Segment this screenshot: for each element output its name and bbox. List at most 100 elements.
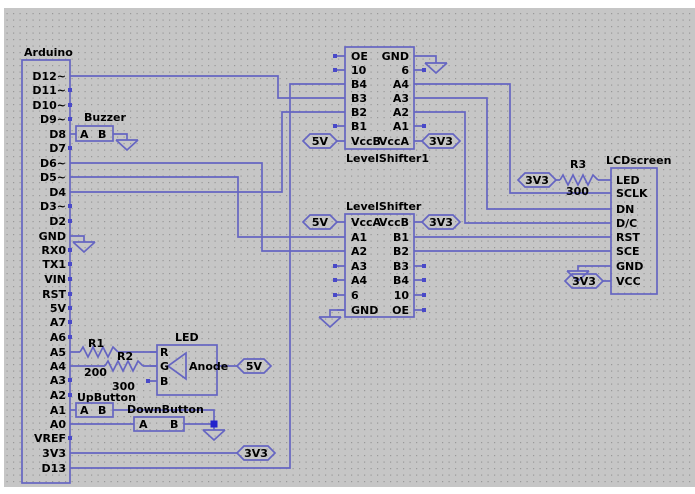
wire-a3-to-dn[interactable] — [422, 97, 603, 210]
pin-d10: D10~ — [32, 99, 66, 112]
levelshifter2-component[interactable]: LevelShifter VccA A1 A2 A3 A4 6 GND VccB… — [333, 200, 426, 318]
upbutton-title[interactable]: UpButton — [77, 391, 136, 404]
wire-arduino-gnd[interactable] — [70, 235, 85, 242]
wire-d13-to-b4[interactable] — [70, 83, 337, 469]
wire-shifter1-gnd[interactable] — [422, 55, 437, 63]
pin-gnd: GND — [39, 230, 66, 243]
pin-d11: D11~ — [32, 84, 66, 97]
levelshifter2-title[interactable]: LevelShifter — [346, 200, 422, 213]
arduino-pin-labels: D12~ D11~ D10~ D9~ D8 D7 D6~ D5~ D4 D3~ … — [32, 70, 66, 475]
r2-name[interactable]: R2 — [117, 350, 133, 363]
ls1-pin-vccb: VccB — [351, 135, 381, 148]
ls1-pin-a1: A1 — [393, 120, 409, 133]
ls1-pin-a2: A2 — [393, 106, 409, 119]
arduino-title[interactable]: Arduino — [24, 46, 73, 59]
pin-d6: D6~ — [40, 157, 66, 170]
lcdscreen-body[interactable] — [610, 167, 658, 295]
led-pin-g: G — [160, 360, 169, 373]
wire-a4-to-sclk[interactable] — [422, 83, 603, 194]
svg-text:3V3: 3V3 — [572, 275, 596, 288]
lcd-pin-dn: DN — [616, 203, 634, 216]
flag-3v3-r3[interactable]: 3V3 — [516, 172, 558, 188]
flag-5v-shifter2[interactable]: 5V — [301, 214, 339, 230]
ground-buzzer[interactable] — [115, 139, 139, 152]
lcdscreen-component[interactable]: LCDscreen LED SCLK DN D/C RST SCE GND VC… — [603, 154, 671, 295]
resistor-r2[interactable]: R2 300 — [104, 350, 144, 393]
downbutton-pin-b: B — [170, 418, 178, 431]
led-pin-r: R — [160, 346, 169, 359]
ground-symbols — [72, 62, 590, 442]
downbutton-component[interactable]: DownButton A B — [127, 403, 204, 432]
ls1-pin-gnd: GND — [382, 50, 409, 63]
led-body[interactable] — [156, 344, 218, 396]
downbutton-title[interactable]: DownButton — [127, 403, 204, 416]
pin-tx1: TX1 — [42, 258, 66, 271]
ls2-pin-vcca: VccA — [351, 216, 382, 229]
r3-name[interactable]: R3 — [570, 158, 586, 171]
flag-5v-led[interactable]: 5V — [235, 358, 273, 374]
ls1-unconnected-pins — [333, 54, 426, 128]
ground-buttons[interactable] — [202, 429, 226, 442]
ls2-pin-a4: A4 — [351, 274, 368, 287]
levelshifter1-component[interactable]: LevelShifter1 OE 10 B4 B3 B2 B1 VccB GND… — [333, 46, 429, 165]
pin-a4: A4 — [50, 360, 67, 373]
wire-d5-to-a1[interactable] — [70, 176, 337, 238]
r3-value[interactable]: 300 — [566, 185, 589, 198]
wire-d12-to-b3[interactable] — [70, 75, 337, 99]
led-title[interactable]: LED — [175, 331, 199, 344]
wire-d4-to-b2[interactable] — [70, 111, 337, 193]
lcdscreen-title[interactable]: LCDscreen — [606, 154, 671, 167]
buzzer-pin-b: B — [98, 128, 106, 141]
r1-name[interactable]: R1 — [88, 337, 104, 350]
led-component[interactable]: LED R G B Anode — [146, 331, 228, 396]
wire-lcd-gnd[interactable] — [577, 265, 603, 271]
pin-d8: D8 — [49, 128, 66, 141]
ls2-pin-a1: A1 — [351, 231, 367, 244]
resistor-r1[interactable]: R1 200 — [79, 337, 119, 379]
upbutton-component[interactable]: UpButton A B — [75, 391, 136, 418]
arduino-unconnected-pins — [68, 88, 72, 440]
svg-text:5V: 5V — [246, 360, 263, 373]
wire-upbutton-b[interactable] — [113, 409, 215, 424]
resistor-r3[interactable]: R3 300 — [559, 158, 599, 198]
wire-buzzer-gnd[interactable] — [113, 133, 128, 140]
buzzer-body[interactable] — [75, 125, 114, 142]
buzzer-component[interactable]: Buzzer A B — [75, 111, 126, 142]
pin-vref: VREF — [34, 432, 66, 445]
r2-value[interactable]: 300 — [112, 380, 135, 393]
ground-arduino[interactable] — [72, 241, 96, 254]
led-anode-label: Anode — [189, 360, 228, 373]
ls2-pin-oe: OE — [392, 304, 409, 317]
ground-shifter2[interactable] — [318, 316, 342, 329]
r3-zigzag[interactable] — [559, 173, 599, 187]
pin-d7: D7 — [49, 142, 66, 155]
downbutton-body[interactable] — [133, 416, 185, 432]
lcd-pin-dc: D/C — [616, 217, 637, 230]
wire-a2-to-dc[interactable] — [422, 111, 603, 224]
buzzer-title[interactable]: Buzzer — [84, 111, 126, 124]
pin-a2: A2 — [50, 389, 66, 402]
levelshifter1-title[interactable]: LevelShifter1 — [346, 152, 429, 165]
led-b-unconnected-pin — [146, 379, 150, 383]
upbutton-body[interactable] — [75, 402, 114, 418]
svg-text:3V3: 3V3 — [429, 135, 453, 148]
pin-d3: D3~ — [40, 200, 66, 213]
pin-d12: D12~ — [32, 70, 66, 83]
flag-5v-shifter1[interactable]: 5V — [301, 133, 339, 149]
r1-value[interactable]: 200 — [84, 366, 107, 379]
button-ground-junction — [210, 420, 218, 428]
arduino-component[interactable]: Arduino D12~ D11~ D10~ D9~ D8 D7 D6~ D5~… — [21, 46, 73, 484]
r2-zigzag[interactable] — [104, 359, 144, 373]
arduino-body[interactable] — [21, 59, 71, 484]
flag-3v3-lcd-vcc[interactable]: 3V3 — [563, 273, 605, 289]
flag-3v3-shifter2[interactable]: 3V3 — [420, 214, 462, 230]
wire-d6-to-a2[interactable] — [70, 162, 337, 252]
pin-a3: A3 — [50, 374, 66, 387]
r1-zigzag[interactable] — [79, 345, 119, 359]
flag-3v3-shifter1[interactable]: 3V3 — [420, 133, 462, 149]
ls2-pin-a2: A2 — [351, 245, 367, 258]
ground-shifter1[interactable] — [424, 62, 448, 75]
flag-3v3-arduino[interactable]: 3V3 — [235, 445, 277, 461]
